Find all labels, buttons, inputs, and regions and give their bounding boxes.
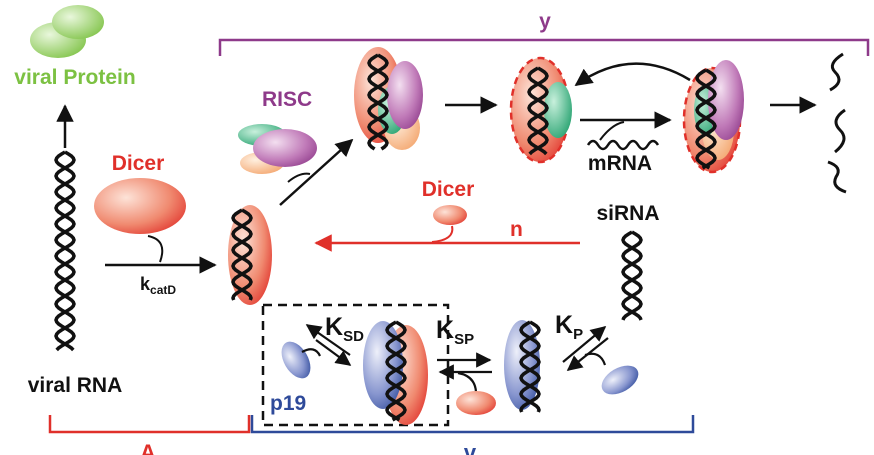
k-catd-label: kcatD bbox=[140, 274, 176, 297]
p19-sirna-helix-icon bbox=[519, 320, 541, 413]
active-risc-complex-icon bbox=[509, 56, 572, 164]
dicer-complex-icon bbox=[228, 205, 272, 305]
bracket-a-label: A bbox=[140, 440, 156, 455]
mrna-fragments-icon bbox=[827, 52, 847, 194]
helix-strand-2 bbox=[621, 230, 643, 321]
p19-label: p19 bbox=[270, 392, 306, 415]
viral-protein-label: viral Protein bbox=[14, 66, 135, 89]
sirna-label: siRNA bbox=[596, 202, 659, 225]
k-sp-label: KSP bbox=[436, 316, 474, 348]
risc-label: RISC bbox=[262, 88, 312, 111]
risc-complex-icon bbox=[238, 124, 317, 174]
bracket-a bbox=[48, 415, 251, 434]
mrna-label: mRNA bbox=[588, 152, 652, 175]
risc-loading-arrow bbox=[279, 138, 354, 206]
dicer-small-icon bbox=[433, 205, 467, 225]
helix-strand-1 bbox=[621, 230, 643, 321]
p19-protein-icon bbox=[281, 341, 311, 379]
recycling-arrow bbox=[574, 62, 691, 87]
n-label: n bbox=[510, 218, 523, 241]
helix-strand-2 bbox=[385, 320, 407, 422]
sirna-helix-icon bbox=[621, 230, 643, 321]
dicer-hook bbox=[147, 235, 164, 263]
viral-rna-label: viral RNA bbox=[28, 374, 123, 397]
viral-rna-helix-icon bbox=[54, 150, 76, 352]
helix-strand-2 bbox=[231, 208, 253, 301]
released-dicer-icon bbox=[456, 391, 496, 415]
helix-strand-2 bbox=[54, 150, 76, 352]
risc-hook bbox=[287, 172, 311, 183]
dicer-label-right: Dicer bbox=[422, 178, 475, 201]
ksd-equilibrium-arrows bbox=[301, 324, 352, 366]
helix-strand-1 bbox=[527, 66, 549, 156]
bracket-v-label: v bbox=[464, 440, 477, 455]
bracket-y-label: y bbox=[539, 10, 551, 33]
risc-loaded-complex-icon bbox=[354, 47, 423, 150]
bracket-y bbox=[218, 38, 870, 56]
dicer-rebind-hook bbox=[431, 225, 454, 243]
dicer-enzyme-icon bbox=[94, 178, 186, 234]
mrna-strand-icon bbox=[586, 139, 660, 151]
ksp-equilibrium-arrows bbox=[437, 352, 492, 393]
helix-strand-2 bbox=[527, 66, 549, 156]
k-p-label: KP bbox=[555, 311, 583, 343]
helix-strand-2 bbox=[367, 53, 389, 151]
complex2-helix-icon bbox=[527, 66, 549, 156]
dicer-label-left: Dicer bbox=[112, 152, 165, 175]
complex3-helix-icon bbox=[695, 68, 717, 170]
helix-strand-2 bbox=[519, 320, 541, 413]
bracket-v bbox=[250, 415, 695, 434]
dsrna-helix-icon bbox=[231, 208, 253, 301]
free-p19-icon bbox=[601, 365, 639, 395]
kp-equilibrium-arrows bbox=[562, 326, 609, 371]
complex1-helix-icon bbox=[367, 53, 389, 151]
helix-strand-2 bbox=[695, 68, 717, 170]
k-sd-label: KSD bbox=[325, 313, 364, 345]
mrna-hook bbox=[599, 121, 625, 141]
viral-protein-icon bbox=[30, 5, 104, 58]
central-helix-icon bbox=[385, 320, 407, 422]
